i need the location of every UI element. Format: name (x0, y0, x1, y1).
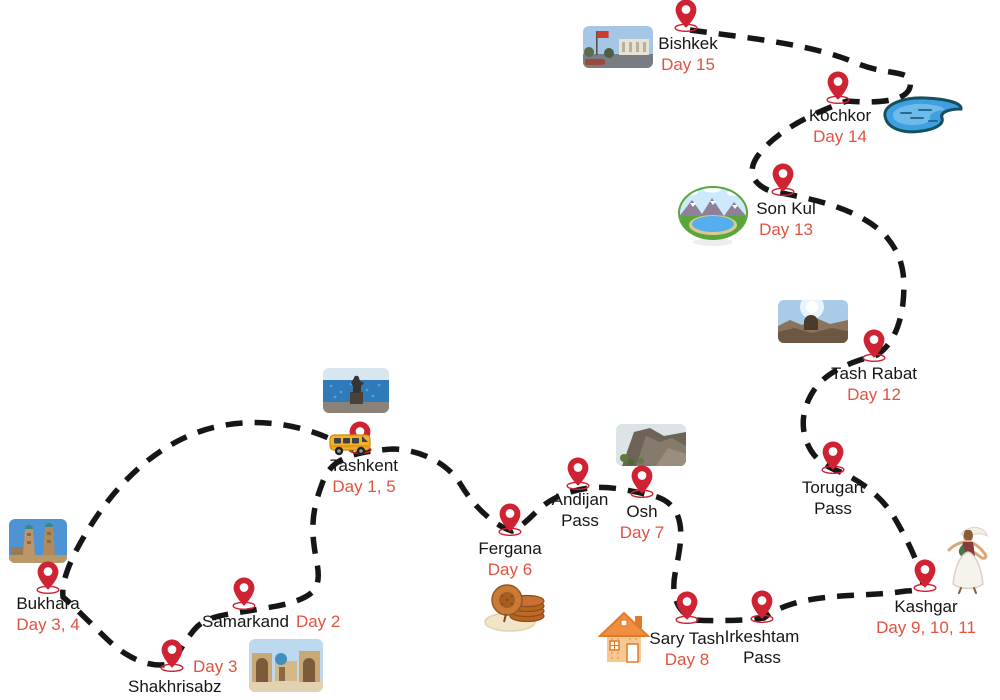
day-label: Day 6 (487, 560, 533, 579)
city-name: Kashgar (894, 597, 958, 616)
day-label: Day 14 (813, 127, 867, 146)
bread-stack-icon (484, 584, 545, 632)
city-name: Osh (626, 502, 658, 521)
day-label: Day 3, 4 (16, 615, 80, 634)
label-samarkand: Samarkand Day 2 (202, 611, 340, 632)
issyk-kul-lake-icon (883, 96, 963, 134)
label-son-kul: Son Kul Day 13 (741, 198, 831, 240)
label-bishkek: Bishkek Day 15 (643, 33, 733, 75)
day-label: Day 13 (759, 220, 813, 239)
city-name: Fergana (478, 539, 542, 558)
whirling-dancer-icon (947, 527, 988, 594)
map-pin-sary-tash (675, 590, 699, 624)
city-name: Tashkent (329, 456, 399, 475)
map-pin-torugart (821, 440, 845, 474)
pass-name: Irkeshtam Pass (724, 627, 800, 667)
label-kashgar: Kashgar Day 9, 10, 11 (871, 596, 981, 638)
city-name: Tash Rabat (831, 364, 917, 383)
day-label: Day 7 (619, 523, 665, 542)
day-label: Day 15 (661, 55, 715, 74)
map-pin-tash-rabat (862, 328, 886, 362)
label-tash-rabat: Tash Rabat Day 12 (824, 363, 924, 405)
minibus-icon (329, 434, 371, 456)
city-name: Bishkek (658, 34, 718, 53)
day-label: Day 12 (847, 385, 901, 404)
day-label: Day 1, 5 (332, 477, 396, 496)
city-name: Sary Tash (649, 629, 725, 648)
city-name: Son Kul (756, 199, 816, 218)
label-irkeshtam-pass: Irkeshtam Pass (720, 626, 804, 668)
map-pin-osh (630, 464, 654, 498)
route-path (60, 27, 926, 668)
day-label-shakhrisabz: Day 3 (193, 657, 238, 676)
map-pin-shakhrisabz (160, 638, 184, 672)
city-name: Samarkand (202, 612, 289, 631)
tash-rabat-photo (778, 300, 848, 343)
bishkek-square-photo (583, 26, 653, 68)
osh-mountain-photo (616, 424, 686, 466)
map-pin-irkeshtam (750, 589, 774, 623)
map-pin-andijan (566, 456, 590, 490)
label-torugart-pass: Torugart Pass (793, 477, 873, 519)
day-label: Day 8 (664, 650, 710, 669)
label-andijan-pass: Andijan Pass (540, 489, 620, 531)
label-kochkor: Kochkor Day 14 (795, 105, 885, 147)
map-pin-fergana (498, 502, 522, 536)
pass-name: Andijan Pass (551, 490, 609, 530)
label-sary-tash: Sary Tash Day 8 (642, 628, 732, 670)
map-pin-bukhara (36, 560, 60, 594)
label-tashkent: Tashkent Day 1, 5 (322, 455, 406, 497)
label-osh: Osh Day 7 (602, 501, 682, 543)
map-pin-kochkor (826, 70, 850, 104)
map-pin-samarkand (232, 576, 256, 610)
registan-photo (249, 639, 323, 692)
map-pin-son-kul (771, 162, 795, 196)
label-bukhara: Bukhara Day 3, 4 (5, 593, 91, 635)
city-name: Bukhara (16, 594, 80, 613)
map-pin-kashgar (913, 558, 937, 592)
pass-name: Torugart Pass (801, 478, 865, 518)
son-kul-landscape-icon (678, 186, 748, 246)
bukhara-towers-photo (9, 519, 67, 563)
label-fergana: Fergana Day 6 (466, 538, 554, 580)
house-icon (597, 611, 651, 663)
city-name: Kochkor (808, 106, 872, 125)
day-label: Day 9, 10, 11 (876, 618, 976, 637)
city-name-shakhrisabz: Shakhrisabz (128, 677, 222, 696)
map-pin-bishkek (674, 0, 698, 32)
tashkent-statue-photo (323, 368, 389, 413)
day-label: Day 2 (295, 612, 341, 631)
